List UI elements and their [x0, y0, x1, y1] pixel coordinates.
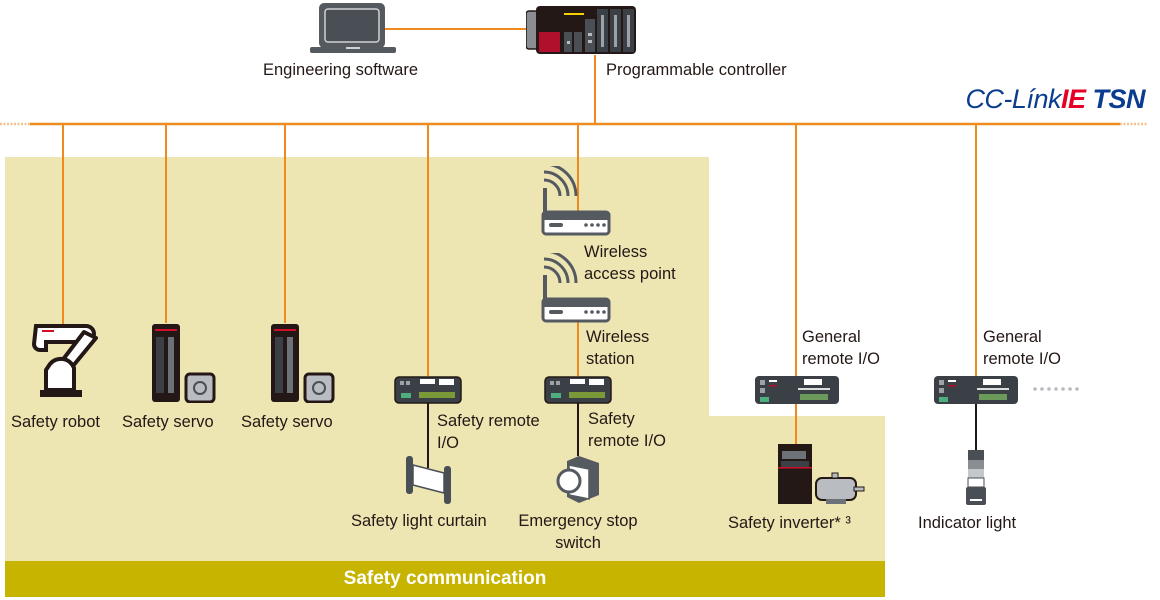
safety-remote-io-2-label: Safety remote I/O: [588, 410, 666, 450]
more-devices-ellipsis-icon: [1033, 387, 1079, 391]
cc-link-ie-tsn-logo: CC-LínkIE TSN: [965, 84, 1145, 114]
remote-io-module-icon: [394, 376, 462, 404]
indicator-light-label: Indicator light: [918, 514, 1017, 532]
wireless-station-icon: [541, 253, 611, 323]
servo-amplifier-icon: [271, 324, 335, 403]
servo-amplifier-icon: [152, 324, 216, 403]
programmable-controller-icon: [526, 6, 636, 54]
safety-robot-label: Safety robot: [11, 413, 100, 431]
programmable-controller-label: Programmable controller: [606, 61, 787, 79]
remote-io-module-icon: [544, 376, 612, 404]
general-remote-io-1-label: General remote I/O: [802, 328, 880, 368]
safety-servo-2-label: Safety servo: [241, 413, 333, 431]
general-remote-io-2-label: General remote I/O: [983, 328, 1061, 368]
safety-remote-io-1-label: Safety remote I/O: [437, 412, 540, 452]
wireless-access-point-icon: [541, 166, 611, 236]
safety-servo-1-label: Safety servo: [122, 413, 214, 431]
safety-inverter-label: Safety inverter* ³: [728, 514, 851, 532]
general-remote-io-module-icon: [934, 376, 1018, 404]
safety-communication-banner: Safety communication: [5, 561, 885, 597]
general-remote-io-module-icon: [755, 376, 839, 404]
wireless-access-point-label: Wireless access point: [584, 243, 676, 283]
wireless-station-label: Wireless station: [586, 328, 650, 368]
light-curtain-icon: [406, 456, 451, 504]
engineering-software-label: Engineering software: [263, 61, 419, 79]
emergency-stop-switch-label: Emergency stop switch: [518, 512, 638, 552]
indicator-light-icon: [966, 450, 986, 505]
laptop-icon: [310, 3, 396, 53]
emergency-stop-switch-icon: [556, 456, 599, 503]
safety-light-curtain-label: Safety light curtain: [351, 512, 487, 530]
robot-arm-icon: [31, 324, 98, 397]
safety-inverter-icon: [778, 444, 865, 504]
